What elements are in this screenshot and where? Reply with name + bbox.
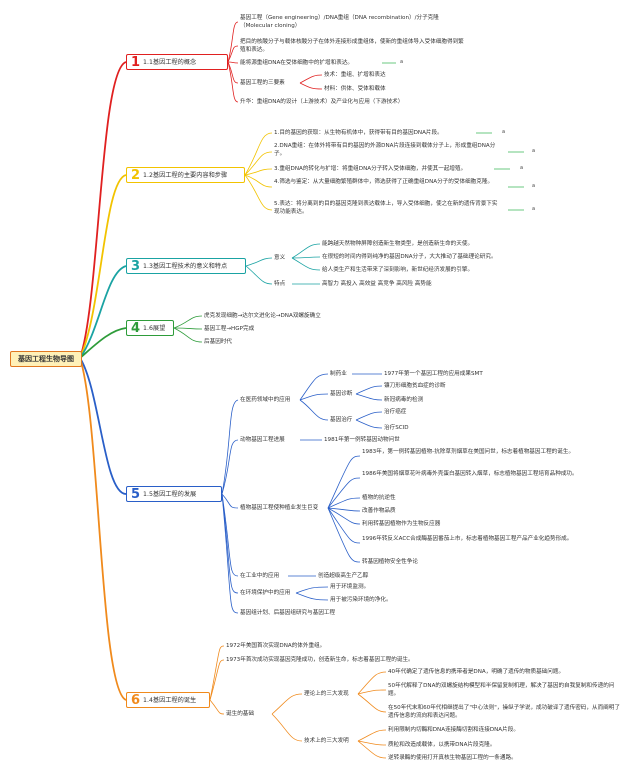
b3-meaning-1[interactable]: 能跨越天然物种屏障创造新生物类型，是创造新生命的天使。 bbox=[322, 241, 474, 247]
branch-number-2: 2 bbox=[131, 168, 141, 183]
link-branch-5 bbox=[79, 357, 127, 495]
b5-medicine[interactable]: 在医药领域中的应用 bbox=[240, 397, 291, 403]
link-branch-6 bbox=[79, 357, 127, 701]
b2-step-2[interactable]: 2.DNA重组：在体外将带有目的基因的外源DNA片段连接到载体分子上，形成重组D… bbox=[274, 143, 496, 157]
b6-tech-2[interactable]: 质粒和改造成载体，以携带DNA片段克隆。 bbox=[388, 742, 496, 748]
b6-item-1[interactable]: 1972年美国首次实现DNA的体外重组。 bbox=[226, 643, 326, 649]
b3-feature[interactable]: 特点 bbox=[274, 281, 286, 287]
b6-item-2[interactable]: 1973年首次成功实现基因克隆成功，创造新生命，标志着基因工程的诞生。 bbox=[226, 657, 414, 663]
branch-number-5: 5 bbox=[131, 487, 141, 502]
link-branch-1 bbox=[79, 61, 127, 359]
b3-meaning-3[interactable]: 给人类生产和生活带来了深刻影响，新世纪经济发展的引擎。 bbox=[322, 267, 474, 273]
branch-label-5: 1.5基因工程的发展 bbox=[143, 491, 197, 498]
link-branch-3 bbox=[79, 265, 127, 359]
b5-plant-1[interactable]: 1983年，第一例转基因植物-抗除草剂烟草在美国问世，标志着植物基因工程的诞生。 bbox=[362, 449, 575, 455]
b6-theory-1[interactable]: 40年代确定了遗传信息的携带者是DNA，明确了遗传的物质基础问题。 bbox=[388, 669, 565, 675]
b6-tech[interactable]: 技术上的三大发明 bbox=[304, 738, 349, 744]
b4-item-3[interactable]: 后基因时代 bbox=[204, 339, 232, 345]
b5-plant-7[interactable]: 转基因植物安全性争论 bbox=[362, 559, 418, 565]
b6-theory[interactable]: 理论上的三大发现 bbox=[304, 691, 349, 697]
branch-label-6: 1.4基因工程的诞生 bbox=[143, 697, 197, 704]
b5-therapy-1[interactable]: 治疗癌症 bbox=[384, 409, 407, 415]
b3-meaning[interactable]: 意义 bbox=[274, 255, 286, 261]
b2-step-4[interactable]: 4.筛选与鉴定：从大量细胞繁殖群体中，筛选获得了正确重组DNA分子的受体细胞克隆… bbox=[274, 179, 494, 185]
note-marker: a bbox=[520, 165, 524, 171]
b5-diagnosis[interactable]: 基因诊断 bbox=[330, 391, 353, 397]
b5-environment[interactable]: 在环境保护中的应用 bbox=[240, 590, 291, 596]
b5-industry[interactable]: 在工业中的应用 bbox=[240, 573, 280, 579]
b6-theory-3[interactable]: 在50年代末和60年代相继提出了"中心法则"，操纵子学说，成功破译了遗传密码，从… bbox=[388, 705, 620, 719]
b5-plant-3[interactable]: 植物的抗逆性 bbox=[362, 495, 396, 501]
note-marker: a bbox=[532, 183, 536, 189]
branch-label-2: 1.2基因工程的主要内容和步骤 bbox=[143, 172, 228, 179]
b5-environment-1[interactable]: 用于环境监测。 bbox=[330, 584, 370, 590]
b1-expression[interactable]: 能将源重组DNA在受体细胞中的扩增和表达。 bbox=[240, 60, 354, 66]
b5-pharma[interactable]: 制药业 bbox=[330, 371, 347, 377]
b5-plant-6[interactable]: 1996年转反义ACC合成酶基因番茄上市，标志着植物基因工程产品产业化趋势形成。 bbox=[362, 536, 573, 542]
b5-therapy-2[interactable]: 治疗SCID bbox=[384, 425, 409, 431]
branch-number-3: 3 bbox=[131, 259, 141, 274]
b1-element-tech[interactable]: 技术：重组、扩增和表达 bbox=[324, 72, 386, 78]
b5-animal[interactable]: 动物基因工程进展 bbox=[240, 437, 285, 443]
b5-animal-1[interactable]: 1981年第一例转基因动物问世 bbox=[324, 437, 400, 443]
b1-upgrade[interactable]: 升华：重组DNA的设计（上游技术）及产业化与应用（下游技术） bbox=[240, 99, 404, 105]
b6-tech-1[interactable]: 利用限制内切酶和DNA连接酶切割和连接DNA片段。 bbox=[388, 727, 519, 733]
root-node[interactable]: 基因工程生物导图 bbox=[10, 351, 82, 367]
b1-description[interactable]: 把目的核酸分子与载体核酸分子在体外连接形成重组体，使新的重组体导入受体细胞得到繁… bbox=[240, 39, 464, 53]
b5-environment-2[interactable]: 用于被污染环境的净化。 bbox=[330, 597, 392, 603]
b5-pharma-1[interactable]: 1977年第一个基因工程的应用成果SMT bbox=[384, 371, 483, 377]
b5-plant-2[interactable]: 1986年美国将烟草花叶病毒外壳蛋白基因转入烟草，标志植物基因工程培育品种成功。 bbox=[362, 471, 578, 477]
b5-therapy[interactable]: 基因治疗 bbox=[330, 417, 353, 423]
b1-element-material[interactable]: 材料：供体、受体和载体 bbox=[324, 86, 386, 92]
b3-feature-1[interactable]: 高智力 高投入 高效益 高竞争 高风险 高势能 bbox=[322, 281, 432, 287]
b4-item-1[interactable]: 虎克发现细胞→达尔文进化论→DNA双螺旋确立 bbox=[204, 313, 321, 319]
b2-step-5[interactable]: 5.表达：将分离到的目的基因克隆到表达载体上，导入受体细胞，使之在新的遗传背景下… bbox=[274, 201, 498, 215]
b4-item-2[interactable]: 基因工程→HGP完成 bbox=[204, 326, 255, 332]
b2-step-3[interactable]: 3.重组DNA的转化与扩增：将重组DNA分子转入受体细胞，并使其一起增殖。 bbox=[274, 166, 467, 172]
branch-label-3: 1.3基因工程技术的意义和特点 bbox=[143, 263, 228, 270]
b6-tech-3[interactable]: 逆转录酶的使用打开真核生物基因工程的一条通路。 bbox=[388, 755, 517, 761]
b5-plant-4[interactable]: 改善作物品质 bbox=[362, 508, 396, 514]
b2-step-1[interactable]: 1.目的基因的获取：从生物有机体中，获得带有目的基因DNA片段。 bbox=[274, 130, 443, 136]
b6-foundation[interactable]: 诞生的基础 bbox=[226, 711, 254, 717]
b5-diagnosis-2[interactable]: 新冠病毒的检测 bbox=[384, 397, 424, 403]
b6-theory-2[interactable]: 50年代解释了DNA的双螺旋结构模型和半保留复制机理，解决了基因的自我复制和传递… bbox=[388, 683, 615, 697]
branch-label-1: 1.1基因工程的概念 bbox=[143, 59, 197, 66]
note-marker: a bbox=[532, 148, 536, 154]
b5-plant[interactable]: 植物基因工程使种植业发生巨变 bbox=[240, 505, 319, 511]
note-marker: a bbox=[532, 206, 536, 212]
b5-industry-1[interactable]: 创造超级高生产乙醇 bbox=[318, 573, 369, 579]
branch-number-1: 1 bbox=[131, 55, 141, 70]
b1-three-elements[interactable]: 基因工程的三要素 bbox=[240, 80, 285, 86]
link-branch-4 bbox=[79, 327, 127, 359]
branch-label-4: 1.6展望 bbox=[143, 325, 166, 332]
link-branch-2 bbox=[79, 174, 127, 359]
note-marker: a bbox=[502, 129, 506, 135]
b3-meaning-2[interactable]: 在很短的时间内得到纯净的基因DNA分子，大大推动了基础理论研究。 bbox=[322, 254, 497, 260]
b5-diagnosis-1[interactable]: 镰刀形细胞贫血症的诊断 bbox=[384, 383, 446, 389]
b5-plant-5[interactable]: 利用转基因植物作为生物反应器 bbox=[362, 521, 441, 527]
note-marker: a bbox=[400, 59, 404, 65]
branch-number-4: 4 bbox=[131, 321, 141, 336]
b1-definition[interactable]: 基因工程（Gene engineering）/DNA重组（DNA recombi… bbox=[240, 15, 439, 29]
b5-post-genome[interactable]: 基因组计划、后基因组研究与基因工程 bbox=[240, 610, 336, 616]
branch-number-6: 6 bbox=[131, 693, 141, 708]
